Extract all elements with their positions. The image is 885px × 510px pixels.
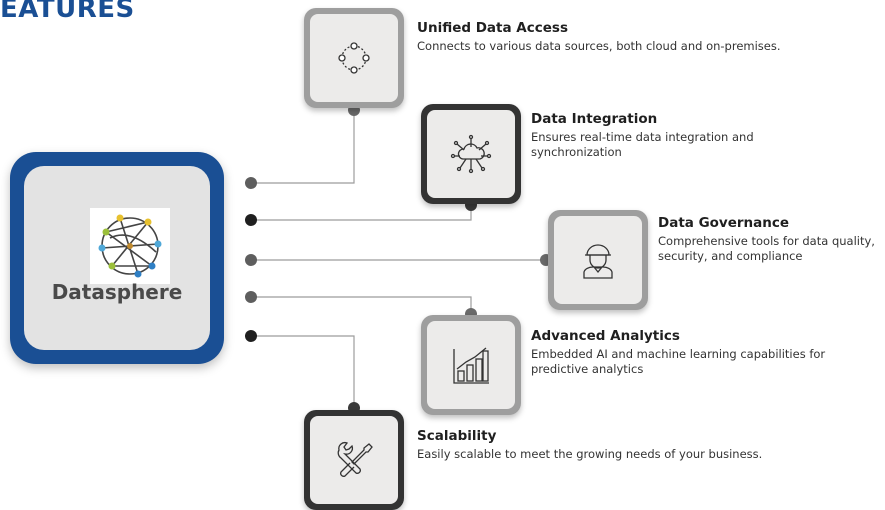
feature-data-integration: Data Integration Ensures real-time data … <box>531 111 851 160</box>
card-face <box>554 216 642 304</box>
wrench-screwdriver-icon <box>337 441 373 477</box>
hub-label-wrap: Datasphere <box>10 152 224 364</box>
feature-title: Data Integration <box>531 111 658 127</box>
hub-label: Datasphere <box>51 280 183 304</box>
advanced-analytics-card <box>421 315 521 415</box>
feature-description: Embedded AI and machine learning capabil… <box>531 347 826 376</box>
connector-dot <box>245 291 257 303</box>
connector-dot <box>245 214 257 226</box>
feature-description: Comprehensive tools for data quality, se… <box>658 234 875 263</box>
card-face <box>310 14 398 102</box>
connector-dot <box>245 177 257 189</box>
cloud-network-icon <box>450 134 492 174</box>
feature-title: Data Governance <box>658 215 790 231</box>
hub-panel: Datasphere <box>24 166 210 350</box>
feature-title: Unified Data Access <box>417 20 568 36</box>
connector-data-integration <box>251 205 472 221</box>
card-face <box>427 321 515 409</box>
bar-chart-trend-icon <box>453 347 489 384</box>
feature-description: Connects to various data sources, both c… <box>417 39 781 53</box>
data-governance-card <box>548 210 648 310</box>
unified-data-access-card <box>304 8 404 108</box>
feature-description: Easily scalable to meet the growing need… <box>417 447 763 461</box>
connector-scalability <box>251 335 355 406</box>
feature-advanced-analytics: Advanced Analytics Embedded AI and machi… <box>531 328 881 377</box>
network-globe-icon <box>90 208 170 284</box>
feature-scalability: Scalability Easily scalable to meet the … <box>417 428 797 462</box>
card-face <box>427 110 515 198</box>
feature-title: Advanced Analytics <box>531 328 680 344</box>
feature-title: Scalability <box>417 428 497 444</box>
card-face <box>310 416 398 504</box>
data-integration-card <box>421 104 521 204</box>
feature-unified-data-access: Unified Data Access Connects to various … <box>417 20 817 54</box>
connector-dot <box>245 330 257 342</box>
page-heading: EATURES <box>0 0 135 24</box>
datasphere-hub: Datasphere <box>10 152 224 364</box>
feature-data-governance: Data Governance Comprehensive tools for … <box>658 215 883 264</box>
feature-description: Ensures real-time data integration and s… <box>531 130 754 159</box>
connector-unified-data-access <box>251 110 355 184</box>
soldier-helmet-icon <box>583 244 613 279</box>
connector-dot <box>245 254 257 266</box>
scalability-card <box>304 410 404 510</box>
dotted-circle-nodes-icon <box>338 42 370 74</box>
connector-advanced-analytics <box>251 296 472 314</box>
